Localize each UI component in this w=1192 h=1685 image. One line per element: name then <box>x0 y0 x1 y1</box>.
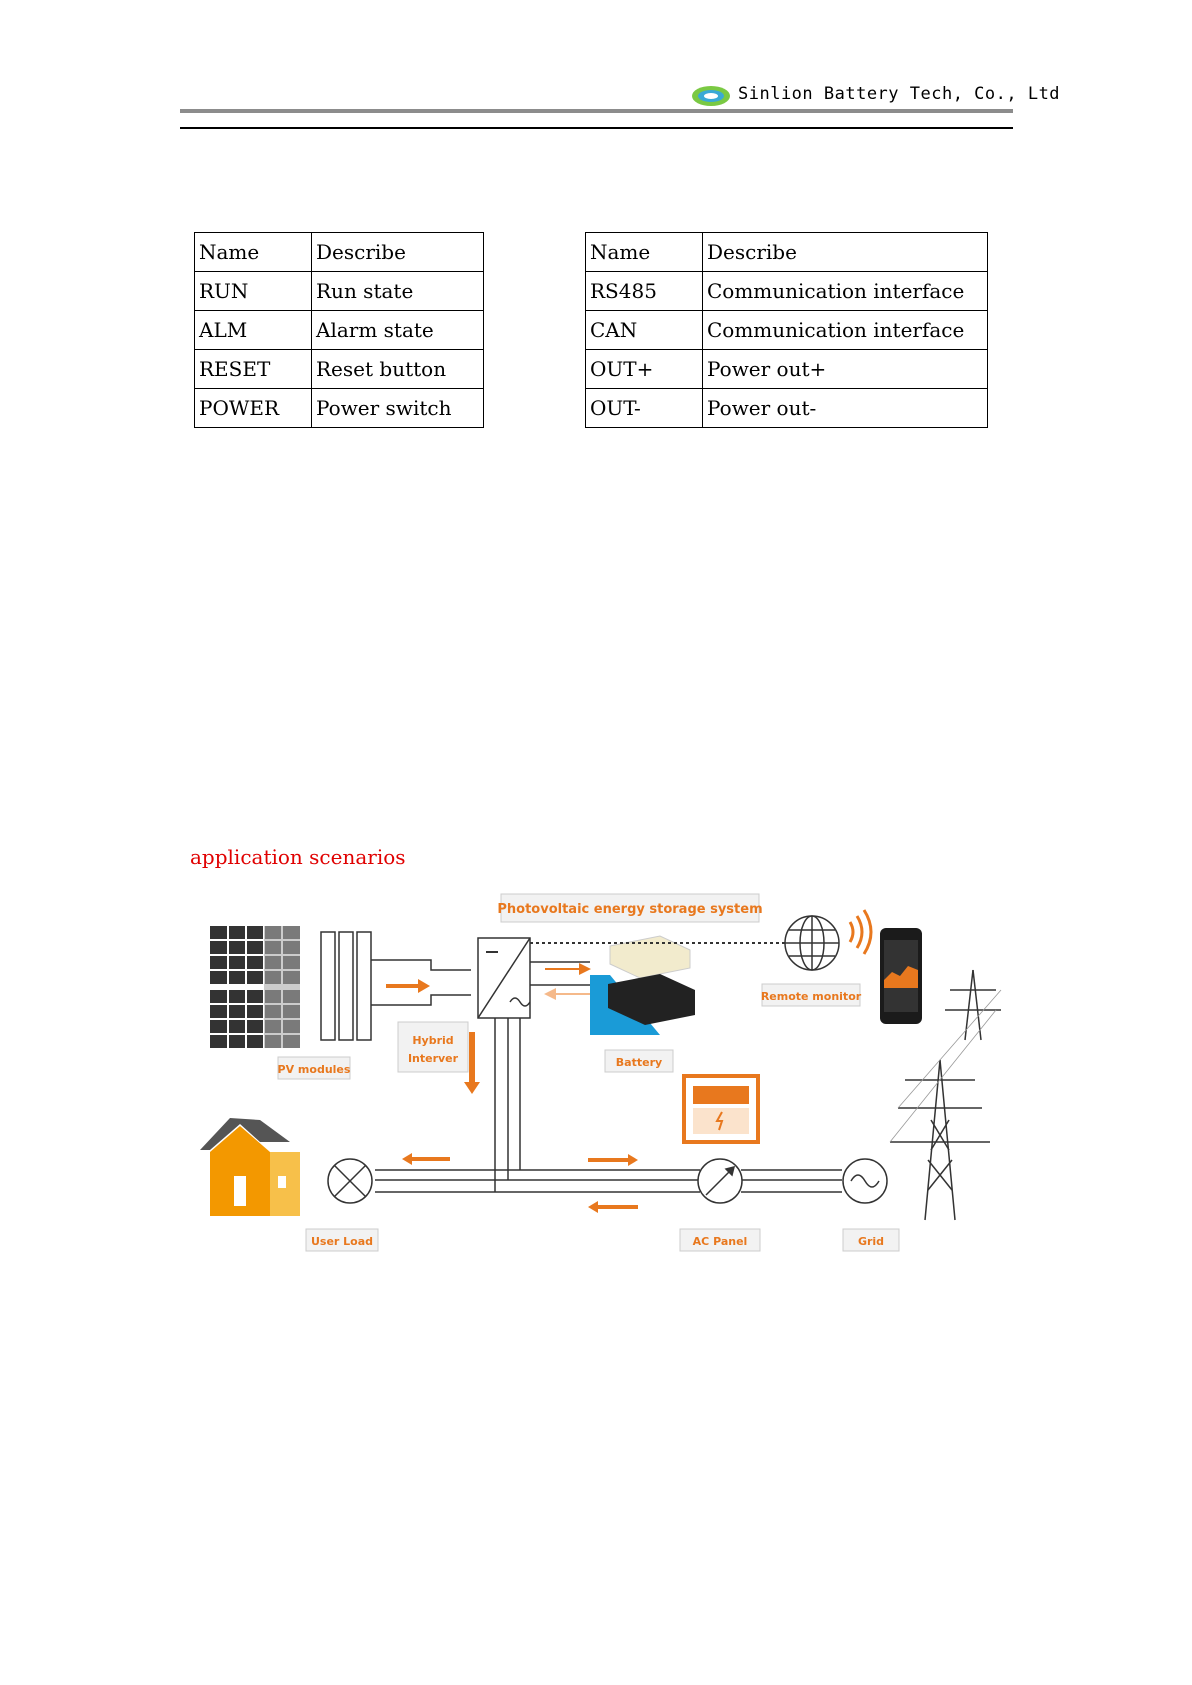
meter-icon <box>682 1074 760 1144</box>
arrow-to-grid <box>588 1154 638 1166</box>
power-tower-icon <box>890 969 1001 1221</box>
table-cell: RS485 <box>585 271 703 311</box>
table-cell: Reset button <box>311 349 484 389</box>
svg-text:User Load: User Load <box>311 1235 373 1248</box>
svg-text:Hybrid: Hybrid <box>412 1034 453 1047</box>
ac-panel-label: AC Panel <box>679 1228 761 1252</box>
header-rule-black <box>180 127 1013 129</box>
globe-icon <box>784 915 840 971</box>
battery-label: Battery <box>604 1049 674 1073</box>
svg-text:Battery: Battery <box>616 1056 662 1069</box>
table-cell: OUT- <box>585 388 703 428</box>
table-header-row: Name Describe <box>194 232 484 272</box>
table-row: RESET Reset button <box>194 349 484 389</box>
indicator-table: Name Describe RUN Run state ALM Alarm st… <box>194 232 484 428</box>
grid-symbol-icon <box>842 1158 888 1204</box>
pv-modules-label: PV modules <box>277 1056 351 1080</box>
table-cell: Power out+ <box>702 349 988 389</box>
table-cell: CAN <box>585 310 703 350</box>
section-title: application scenarios <box>190 845 406 869</box>
arrow-from-grid <box>588 1201 638 1213</box>
svg-text:Grid: Grid <box>858 1235 884 1248</box>
pv-panel-icon <box>210 926 300 1048</box>
table-cell: Communication interface <box>702 310 988 350</box>
table-cell: OUT+ <box>585 349 703 389</box>
battery-icon <box>590 935 695 1035</box>
table-cell: Communication interface <box>702 271 988 311</box>
diagram-title-banner: Photovoltaic energy storage system <box>497 893 763 923</box>
header-rule-grey <box>180 109 1013 113</box>
wifi-icon <box>848 909 873 955</box>
svg-text:Remote monitor: Remote monitor <box>761 990 862 1003</box>
company-name: Sinlion Battery Tech, Co., Ltd <box>738 84 1061 104</box>
table-cell: Power out- <box>702 388 988 428</box>
arrow-battery-to-inverter <box>544 988 590 1000</box>
table-header-row: Name Describe <box>585 232 988 272</box>
table-cell: RESET <box>194 349 312 389</box>
phone-icon <box>880 928 922 1024</box>
interface-table: Name Describe RS485 Communication interf… <box>585 232 988 428</box>
table-row: RS485 Communication interface <box>585 271 988 311</box>
table-cell: RUN <box>194 271 312 311</box>
table-cell: ALM <box>194 310 312 350</box>
svg-text:PV modules: PV modules <box>278 1063 351 1076</box>
grid-label: Grid <box>842 1228 900 1252</box>
table-row: OUT- Power out- <box>585 388 988 428</box>
svg-text:Interver: Interver <box>408 1052 459 1065</box>
arrow-inverter-to-battery <box>545 963 591 975</box>
table-cell: Name <box>585 232 703 272</box>
table-row: OUT+ Power out+ <box>585 349 988 389</box>
remote-monitor-label: Remote monitor <box>761 983 862 1007</box>
table-cell: Alarm state <box>311 310 484 350</box>
table-cell: Describe <box>702 232 988 272</box>
table-cell: Power switch <box>311 388 484 428</box>
svg-text:AC Panel: AC Panel <box>693 1235 748 1248</box>
arrow-to-load <box>402 1153 450 1165</box>
table-cell: Name <box>194 232 312 272</box>
inverter-label: Hybrid Interver <box>397 1021 469 1073</box>
house-icon <box>200 1118 300 1216</box>
table-cell: Run state <box>311 271 484 311</box>
load-symbol-icon <box>327 1158 373 1204</box>
combiner-icon <box>320 931 372 1041</box>
table-cell: Describe <box>311 232 484 272</box>
table-row: ALM Alarm state <box>194 310 484 350</box>
table-cell: POWER <box>194 388 312 428</box>
table-row: POWER Power switch <box>194 388 484 428</box>
ac-panel-icon <box>697 1158 743 1204</box>
pv-storage-diagram: Photovoltaic energy storage system PV mo… <box>200 893 1002 1252</box>
logo-icon <box>692 86 730 106</box>
inverter-icon <box>477 937 531 1019</box>
diagram-title: Photovoltaic energy storage system <box>497 902 762 917</box>
table-row: RUN Run state <box>194 271 484 311</box>
arrow-inverter-down <box>464 1032 480 1094</box>
arrow-pv-to-inverter <box>386 979 430 993</box>
table-row: CAN Communication interface <box>585 310 988 350</box>
user-load-label: User Load <box>305 1228 379 1252</box>
